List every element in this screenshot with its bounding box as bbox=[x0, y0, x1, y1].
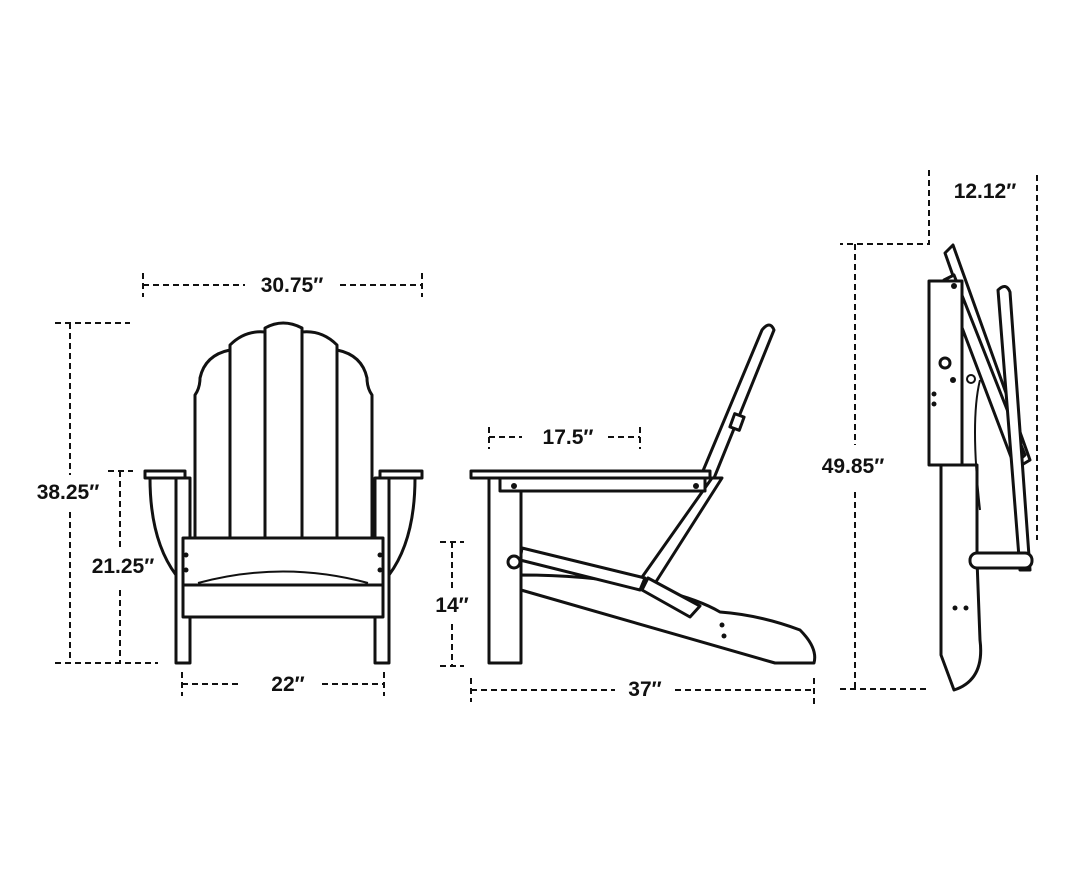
label-arm-depth: 17.5″ bbox=[543, 426, 594, 449]
label-folded-height: 49.85″ bbox=[822, 455, 885, 478]
dimension-line-folded-height bbox=[840, 170, 930, 690]
label-overall-depth: 37″ bbox=[628, 678, 661, 701]
label-overall-height: 38.25″ bbox=[37, 481, 100, 504]
label-overall-width: 30.75″ bbox=[261, 274, 324, 297]
dimension-line-height bbox=[55, 322, 158, 664]
dimension-line-arm-depth bbox=[488, 427, 641, 449]
label-seat-width: 22″ bbox=[271, 673, 304, 696]
folded-chair-drawing bbox=[927, 243, 1034, 692]
dimension-line-seat-width bbox=[181, 672, 385, 696]
label-folded-depth: 12.12″ bbox=[954, 180, 1017, 203]
front-view: 30.75″ 38.25″ 21.25″ 22″ bbox=[37, 273, 424, 696]
label-seat-height: 14″ bbox=[435, 594, 468, 617]
folded-view: 49.85″ 12.12″ bbox=[822, 170, 1038, 692]
side-chair-drawing bbox=[469, 323, 817, 665]
dimension-line-width bbox=[142, 273, 423, 297]
label-arm-height: 21.25″ bbox=[92, 555, 155, 578]
dimension-line-depth bbox=[470, 678, 815, 706]
front-chair-drawing bbox=[143, 321, 424, 665]
side-view: 17.5″ 14″ 37″ bbox=[435, 323, 817, 706]
dimension-line-seat-height bbox=[440, 541, 464, 667]
dimension-line-arm-height bbox=[108, 470, 133, 663]
